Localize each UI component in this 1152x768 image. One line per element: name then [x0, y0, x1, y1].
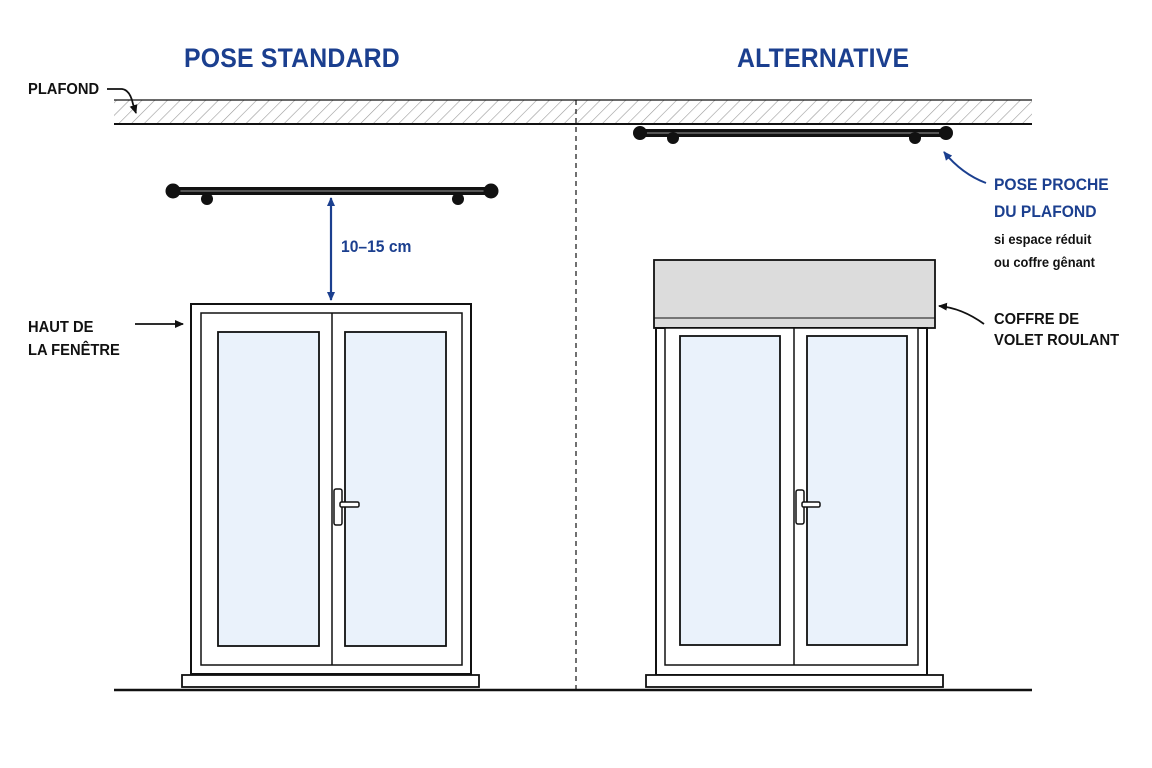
shutter-box-label-line2: VOLET ROULANT: [994, 332, 1120, 349]
title-alternative: ALTERNATIVE: [737, 43, 910, 73]
title-standard: POSE STANDARD: [184, 43, 400, 73]
ceiling: [114, 99, 1032, 125]
ceiling-label: PLAFOND: [28, 81, 100, 98]
window-top-label-line1: HAUT DE: [28, 319, 94, 336]
near-ceiling-label-line1: POSE PROCHE: [994, 175, 1109, 194]
near-ceiling-note-line1: si espace réduit: [994, 231, 1092, 247]
near-ceiling-arrow-icon: [943, 151, 987, 184]
near-ceiling-note-line2: ou coffre gênant: [994, 254, 1095, 270]
shutter-box-label-line1: COFFRE DE: [994, 311, 1080, 328]
gap-dimension-label: 10–15 cm: [341, 237, 412, 256]
window-handle-icon: [795, 489, 821, 525]
window-handle-icon: [333, 488, 360, 526]
window-top-label-line2: LA FENÊTRE: [28, 342, 120, 359]
curtain-rod-icon: [165, 183, 499, 205]
near-ceiling-label-line2: DU PLAFOND: [994, 202, 1097, 221]
curtain-rod-icon: [633, 126, 953, 144]
window-standard: [181, 303, 480, 688]
shutter-box-arrow-icon: [938, 302, 985, 325]
window-alternative: [645, 327, 944, 688]
ceiling-arrow-icon: [107, 88, 138, 114]
